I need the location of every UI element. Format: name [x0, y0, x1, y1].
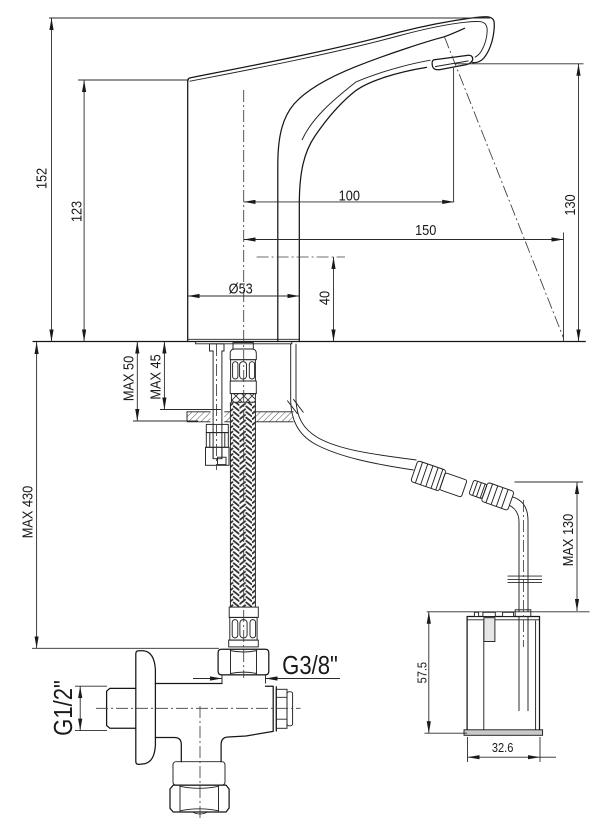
hose-braid	[230, 402, 256, 608]
label-max50: MAX 50	[119, 356, 136, 402]
hose-socket-upper-slots	[232, 361, 256, 380]
label-max430: MAX 430	[18, 486, 35, 539]
label-100: 100	[339, 186, 360, 203]
dimension-labels: 152 123 100 150 130 Ø53 40 MAX 50 MAX 45…	[18, 168, 578, 756]
label-123: 123	[67, 201, 84, 222]
label-575: 57.5	[415, 662, 430, 684]
valve-outlet-lines	[276, 696, 287, 720]
spout-underside-seam	[301, 59, 431, 141]
angle-valve	[105, 648, 294, 815]
label-326: 32.6	[492, 740, 514, 755]
aerator-outlet	[431, 54, 474, 71]
valve-outlet-cap	[286, 691, 294, 727]
label-150: 150	[415, 221, 436, 238]
sensor-cable	[290, 343, 542, 612]
bracket-lower-block	[205, 446, 230, 466]
aerator-face-line	[434, 60, 469, 68]
label-max130: MAX 130	[559, 514, 576, 567]
bracket-details	[212, 447, 227, 466]
control-box-tabs	[473, 611, 515, 617]
bracket-nut-facets	[209, 432, 226, 448]
hose-collar-upper	[229, 380, 257, 395]
counter-deck	[32, 340, 586, 423]
dimension-lines: 152 123 100 150 130 Ø53 40 MAX 50 MAX 45…	[18, 17, 590, 762]
centerlines	[96, 36, 564, 819]
tube-outer	[512, 496, 529, 612]
spout-top-seam	[189, 20, 488, 82]
sensor-beam-line	[444, 36, 564, 339]
base-gasket	[195, 341, 293, 345]
spout-front-outline	[298, 66, 428, 343]
control-box-base-band	[463, 729, 544, 736]
label-40: 40	[315, 291, 332, 305]
extension-lines	[32, 17, 590, 762]
bracket-plate	[205, 423, 229, 434]
valve-inlet-nut-facets	[230, 649, 257, 675]
hose-braid-edges	[229, 402, 256, 608]
tube-cut-marks	[507, 575, 542, 584]
label-dia53: Ø53	[229, 279, 253, 296]
control-box	[463, 609, 544, 736]
mounting-hardware	[205, 343, 230, 466]
cable-upper-line	[295, 343, 417, 461]
valve-inlet-nut	[217, 648, 270, 676]
valve-body	[154, 682, 277, 763]
cable-plug	[410, 460, 468, 498]
label-g38: G3/8"	[282, 651, 338, 680]
label-152: 152	[32, 168, 49, 189]
valve-bottom-nut	[169, 784, 230, 813]
control-box-slot	[483, 617, 496, 642]
control-box-body	[466, 615, 541, 734]
hose-shoulder	[229, 348, 257, 361]
valve-bottom-nut-facets	[179, 785, 219, 815]
spout-top-outline	[187, 16, 495, 343]
cable-break-marks	[286, 398, 304, 415]
control-box-seams	[483, 616, 537, 730]
label-130: 130	[561, 194, 578, 215]
label-g12: G1/2"	[49, 680, 78, 736]
valve-outlet-drum	[275, 688, 288, 729]
valve-wall-flange	[135, 650, 157, 766]
deck-slab-hatch-left	[187, 411, 211, 422]
dimension-arrows	[34, 18, 581, 760]
cable-lower-line	[290, 343, 414, 471]
cable-socket	[468, 480, 515, 511]
deck-slab-outline	[186, 411, 294, 423]
label-max45: MAX 45	[146, 354, 163, 400]
hose-socket-upper	[230, 359, 256, 382]
tube-inner	[509, 504, 520, 612]
deck-slab-hatch-mid	[224, 411, 231, 422]
flex-hose	[228, 342, 259, 648]
spout-inner-front-line	[277, 27, 466, 343]
mounting-stud	[209, 343, 225, 459]
valve-branch-collar	[172, 761, 226, 786]
deck-slab-hatch-right	[255, 411, 294, 422]
